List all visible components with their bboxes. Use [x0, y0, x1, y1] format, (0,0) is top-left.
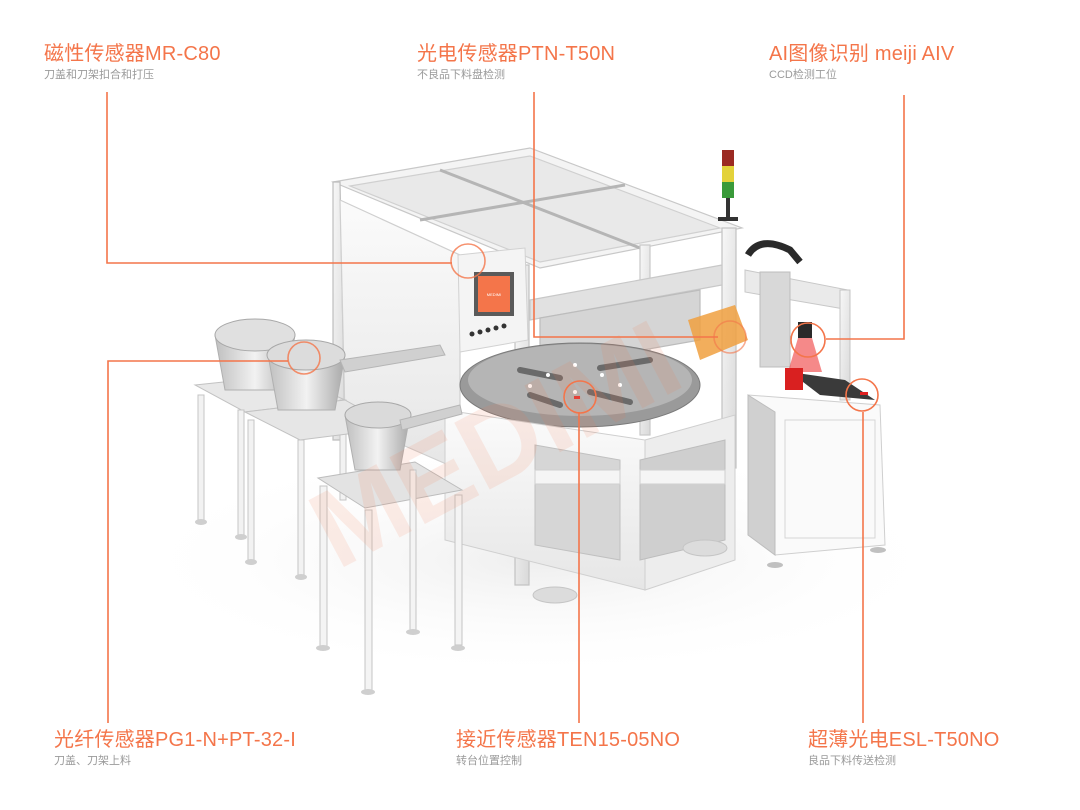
callout-pg1: 光纤传感器PG1-N+PT-32-I 刀盖、刀架上料	[54, 728, 296, 769]
callout-title: 超薄光电ESL-T50NO	[808, 729, 1000, 751]
callout-title: 光纤传感器PG1-N+PT-32-I	[54, 729, 296, 751]
callout-title: 磁性传感器MR-C80	[44, 43, 221, 65]
callout-subtitle: 刀盖、刀架上料	[54, 755, 131, 767]
callout-ten15: 接近传感器TEN15-05NO 转台位置控制	[456, 728, 680, 769]
hmi-control-box: MEDIMI	[457, 247, 529, 353]
svg-text:MEDIMI: MEDIMI	[487, 292, 501, 297]
lower-cabinet	[444, 409, 736, 604]
signal-tower	[718, 150, 738, 221]
ccd-inspection-module	[744, 240, 875, 401]
callout-esl-t50no: 超薄光电ESL-T50NO 良品下料传送检测	[808, 728, 1000, 769]
callout-subtitle: 良品下料传送检测	[808, 755, 896, 767]
callout-title: 接近传感器TEN15-05NO	[456, 729, 681, 751]
callout-ptn-t50n: 光电传感器PTN-T50N 不良品下料盘检测	[417, 42, 615, 83]
right-cabinet	[747, 394, 886, 568]
callout-subtitle: 不良品下料盘检测	[417, 69, 505, 81]
callout-subtitle: 转台位置控制	[456, 755, 522, 767]
callout-title: AI图像识别 meiji AIV	[769, 43, 955, 65]
callout-mr-c80: 磁性传感器MR-C80 刀盖和刀架扣合和打压	[44, 42, 221, 83]
callout-subtitle: CCD检测工位	[769, 69, 837, 81]
callout-title: 光电传感器PTN-T50N	[417, 43, 616, 65]
callout-subtitle: 刀盖和刀架扣合和打压	[44, 69, 154, 81]
callout-meiji-aiv: AI图像识别 meiji AIV CCD检测工位	[769, 42, 954, 83]
